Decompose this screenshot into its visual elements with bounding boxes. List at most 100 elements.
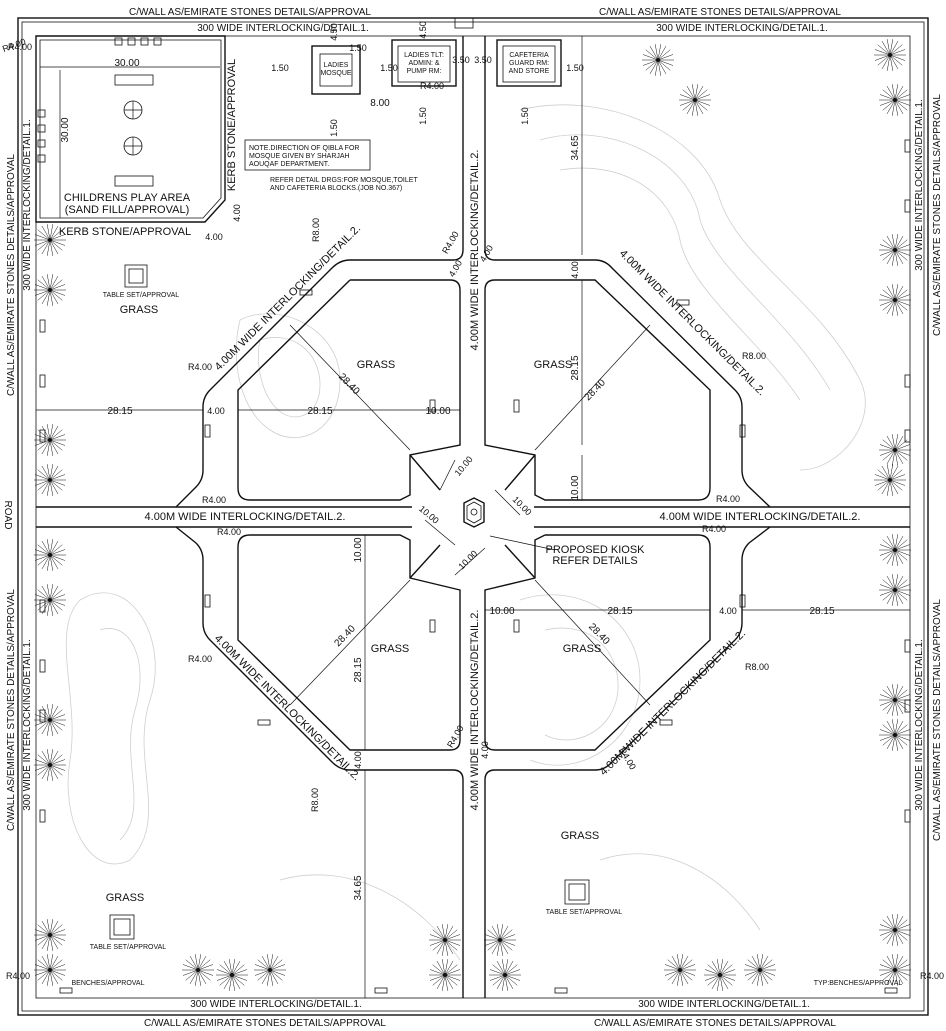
wall-label-top-left: C/WALL AS/EMIRATE STONES DETAILS/APPROVA… — [129, 7, 371, 18]
kerb-stone-v: KERB STONE/APPROVAL — [226, 59, 238, 191]
dimension-lines — [36, 36, 910, 998]
bench-icon — [904, 639, 911, 653]
dim-text: 4.50 — [329, 23, 339, 41]
tree-icon — [704, 959, 736, 991]
dim-text: 4.00 — [480, 741, 490, 759]
dim-text: R4.00 — [716, 494, 740, 504]
dim-text: 1.50 — [329, 119, 339, 137]
tree-icon — [879, 234, 911, 266]
bench-icon — [429, 619, 436, 633]
tree-icon — [216, 959, 248, 991]
wall-label-right-top: C/WALL AS/EMIRATE STONES DETAILS/APPROVA… — [932, 94, 943, 336]
play-area-sublabel: (SAND FILL/APPROVAL) — [65, 204, 190, 216]
dim-text: R4.00 — [6, 971, 30, 981]
childrens-play-area — [35, 35, 226, 223]
tree-icon — [879, 914, 911, 946]
dim-text: 28.15 — [809, 606, 834, 617]
tree-icon — [34, 224, 66, 256]
kiosk-sublabel: REFER DETAILS — [552, 555, 637, 567]
tree-icon — [484, 924, 516, 956]
refer-1: REFER DETAIL DRGS:FOR MOSQUE,TOILET — [270, 177, 418, 184]
wall-label-right-bottom: C/WALL AS/EMIRATE STONES DETAILS/APPROVA… — [932, 599, 943, 841]
bench-icon — [39, 809, 46, 823]
mosque-label-2: MOSQUE — [320, 70, 351, 77]
typ-benches-label: TYP:BENCHES/APPROVAL — [814, 980, 903, 987]
bench-icon — [39, 319, 46, 333]
dim-text: 4.00 — [570, 261, 580, 279]
road-label: ROAD — [2, 501, 13, 530]
bench-icon — [39, 374, 46, 388]
tree-icon — [664, 954, 696, 986]
dim-text: 1.50 — [418, 107, 428, 125]
bench-icon — [659, 719, 673, 726]
interlock300-bottom-left: 300 WIDE INTERLOCKING/DETAIL.1. — [190, 999, 362, 1010]
dim-text: R4.00 — [188, 654, 212, 664]
ladies-tlt-1: LADIES TLT: — [404, 52, 444, 59]
dim-text: 34.65 — [353, 875, 364, 900]
note-3: AOUQAF DEPARTMENT. — [249, 161, 329, 168]
tree-icon — [879, 574, 911, 606]
benches — [39, 139, 911, 994]
dim-text: R8.00 — [745, 662, 769, 672]
dim-text: 1.50 — [271, 63, 289, 73]
dim-text: 30.00 — [60, 117, 71, 142]
dim-text: R8.00 — [311, 218, 321, 242]
note-1: NOTE.DIRECTION OF QIBLA FOR — [249, 145, 359, 152]
dim-text: 28.40 — [336, 371, 362, 397]
dim-text: R4.00 — [702, 524, 726, 534]
dim-text: R4.00 — [217, 527, 241, 537]
bench-icon — [39, 599, 46, 613]
grass-label-5: GRASS — [120, 304, 159, 316]
bench-icon — [204, 594, 211, 608]
benches-label: BENCHES/APPROVAL — [71, 980, 144, 987]
dim-text: 3.50 — [474, 55, 492, 65]
tree-icon — [879, 684, 911, 716]
grass-label-2: GRASS — [534, 359, 573, 371]
bench-icon — [904, 139, 911, 153]
dim-text: 10.00 — [511, 494, 534, 517]
grass-label-4: GRASS — [563, 643, 602, 655]
table-set-2: TABLE SET/APPROVAL — [546, 909, 622, 916]
wall-label-left-top: C/WALL AS/EMIRATE STONES DETAILS/APPROVA… — [6, 154, 17, 396]
tree-icon — [34, 424, 66, 456]
table-set-1: TABLE SET/APPROVAL — [103, 292, 179, 299]
note-2: MOSQUE GIVEN BY SHARJAH — [249, 153, 350, 160]
dim-text: 1.50 — [520, 107, 530, 125]
interlock300-right-top: 300 WIDE INTERLOCKING/DETAIL.1. — [914, 99, 925, 271]
dim-text: 28.15 — [107, 406, 132, 417]
dim-text: 4.00 — [207, 406, 225, 416]
interlock300-left-bottom: 300 WIDE INTERLOCKING/DETAIL.1. — [22, 639, 33, 811]
tree-icon — [254, 954, 286, 986]
dim-text: 1.50 — [380, 63, 398, 73]
tree-icon — [879, 434, 911, 466]
tree-icon — [874, 464, 906, 496]
dim-text: R4.00 — [8, 42, 32, 52]
play-area-label: CHILDRENS PLAY AREA — [64, 192, 191, 204]
bench-icon — [39, 659, 46, 673]
tree-icon — [34, 464, 66, 496]
interlock300-top-left: 300 WIDE INTERLOCKING/DETAIL.1. — [197, 23, 369, 34]
buildings-top — [244, 17, 562, 171]
tree-icon — [879, 954, 911, 986]
grass-label-7: GRASS — [106, 892, 145, 904]
dim-text: R4.00 — [202, 495, 226, 505]
tree-icon — [34, 954, 66, 986]
dim-text: 4.00 — [353, 751, 363, 769]
trees — [34, 39, 911, 991]
diag-label-bl: 4.00M WIDE INTERLOCKING/DETAIL.2. — [212, 633, 363, 784]
grass-label-6: GRASS — [561, 830, 600, 842]
bench-icon — [429, 399, 436, 413]
main-paths — [36, 36, 910, 998]
tree-icon — [429, 924, 461, 956]
bench-icon — [904, 809, 911, 823]
dim-text: 4.00 — [205, 232, 223, 242]
bench-icon — [299, 289, 313, 296]
bench-icon — [904, 429, 911, 443]
dim-text: 3.50 — [452, 55, 470, 65]
refer-2: AND CAFETERIA BLOCKS.(JOB NO.367) — [270, 185, 402, 192]
interlock300-right-bottom: 300 WIDE INTERLOCKING/DETAIL.1. — [914, 639, 925, 811]
dim-text: R4.00 — [440, 230, 461, 256]
dim-text: 10.00 — [453, 454, 475, 478]
ladies-tlt-3: PUMP RM: — [407, 68, 442, 75]
